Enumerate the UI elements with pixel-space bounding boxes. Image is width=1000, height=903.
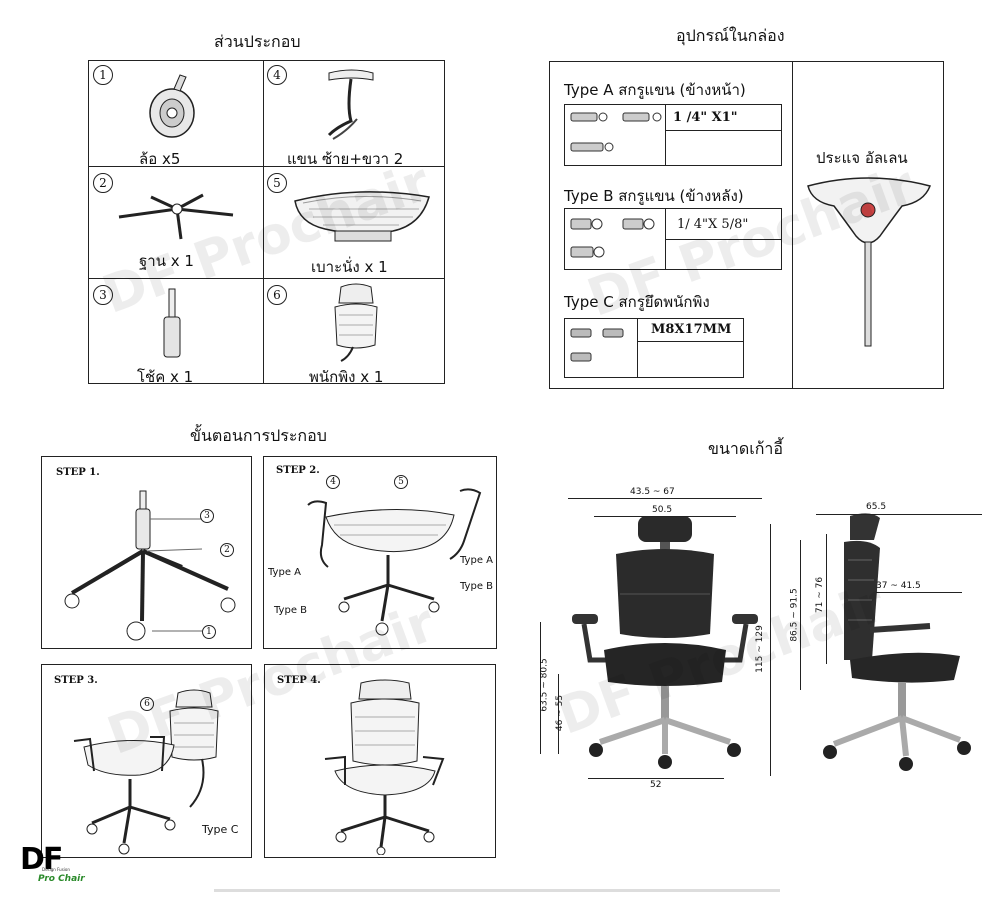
part-label-armrest: แขน ซ้าย+ขวา 2: [287, 150, 404, 168]
dim-total-height: 115 ~ 129: [754, 625, 765, 673]
dim-width-outer: 43.5 ~ 67: [630, 487, 675, 497]
type-c-title: Type C สกรูยึดพนักพิง: [564, 293, 710, 311]
chair-front-image: [572, 516, 758, 769]
dim-height-seat: 46 ~ 55: [555, 694, 566, 732]
type-c-spec: M8X17MM: [651, 322, 732, 337]
step-3-diagram: [73, 689, 219, 855]
gas-lift-icon: [163, 288, 181, 358]
step-3-panel: STEP 3. 6 Type C: [41, 664, 252, 858]
allen-wrench-icon: [807, 177, 931, 347]
dim-arm-width: 37 ~ 41.5: [876, 581, 921, 591]
type-a-title: Type A สกรูแขน (ข้างหน้า): [564, 81, 746, 99]
step-1-diagram: [64, 490, 236, 641]
backrest-icon: [334, 283, 378, 362]
size-title: ขนาดเก้าอี้: [708, 439, 783, 458]
step-4-diagram: [324, 679, 445, 855]
step-2-label: STEP 2.: [276, 465, 320, 476]
part-label-wheel: ล้อ x5: [139, 150, 181, 168]
prochair-logo: DF Design Fusion Pro Chair: [20, 842, 96, 890]
part-number-4: 4: [267, 65, 287, 85]
box-title: อุปกรณ์ในกล่อง: [676, 26, 785, 45]
step-1-num-2: 2: [220, 543, 234, 557]
screw-b-icon: [570, 218, 655, 258]
dim-width-inner: 50.5: [652, 505, 673, 515]
steps-title: ขั้นตอนการประกอบ: [190, 426, 327, 445]
armrest-icon: [327, 69, 374, 140]
step-3-num-6: 6: [140, 697, 154, 711]
step-2-num-4: 4: [326, 475, 340, 489]
dimensions-panel: 43.5 ~ 67 50.5 63.5 ~ 80.5 46 ~ 55 52 65…: [530, 480, 990, 790]
step-3-label: STEP 3.: [54, 675, 98, 686]
part-label-gas-lift: โช้ค x 1: [137, 368, 194, 386]
step-1-label: STEP 1.: [56, 467, 100, 478]
chair-side-image: [823, 513, 971, 771]
logo-mark: DF: [20, 842, 63, 877]
part-number-6: 6: [267, 285, 287, 305]
type-a-table: 1 /4" X1": [564, 104, 782, 166]
seat-icon: [294, 191, 430, 242]
wrench-label: ประแจ อัลเลน: [816, 149, 908, 167]
step-1-panel: STEP 1. 3 2 1: [41, 456, 252, 649]
dim-height-arm: 63.5 ~ 80.5: [539, 658, 550, 712]
type-b-table: 1/ 4"X 5/8": [564, 208, 782, 270]
dim-base: 52: [650, 780, 662, 790]
screw-a-icon: [570, 112, 662, 152]
step-1-num-3: 3: [200, 509, 214, 523]
type-b-spec: 1/ 4"X 5/8": [677, 217, 749, 232]
type-c-table: M8X17MM: [564, 318, 744, 378]
wheel-icon: [149, 74, 195, 138]
part-label-backrest: พนักพิง x 1: [309, 368, 384, 386]
logo-subtitle: Pro Chair: [38, 874, 85, 884]
step-2-type-b-right: Type B: [460, 581, 494, 592]
part-label-base: ฐาน x 1: [139, 252, 194, 270]
dim-depth: 65.5: [866, 502, 887, 512]
logo-tagline: Design Fusion: [42, 867, 70, 872]
step-2-type-a-right: Type A: [460, 555, 493, 566]
step-4-panel: STEP 4.: [264, 664, 496, 858]
part-number-2: 2: [93, 173, 113, 193]
part-label-seat: เบาะนั่ง x 1: [311, 258, 388, 276]
screw-c-icon: [570, 328, 624, 362]
part-number-5: 5: [267, 173, 287, 193]
type-a-spec: 1 /4" X1": [673, 110, 738, 125]
box-contents-panel: Type A สกรูแขน (ข้างหน้า) 1 /4" X1" Type…: [549, 61, 944, 389]
step-4-label: STEP 4.: [277, 675, 321, 686]
step-3-type-c: Type C: [202, 823, 239, 836]
parts-grid: 1 ล้อ x5 4 แขน ซ้าย+ขวา 2 2 ฐาน x 1 5 เบ…: [88, 60, 445, 386]
step-2-type-a-left: Type A: [268, 567, 301, 578]
step-2-type-b-left: Type B: [274, 605, 308, 616]
bottom-divider: [214, 889, 780, 892]
part-number-3: 3: [93, 285, 113, 305]
step-2-num-5: 5: [394, 475, 408, 489]
part-number-1: 1: [93, 65, 113, 85]
step-2-panel: STEP 2. 4 5 Type A Type B Type A Type B: [263, 456, 497, 649]
dim-back-height: 86.5 ~ 91.5: [789, 588, 800, 642]
parts-title: ส่วนประกอบ: [214, 32, 301, 51]
dim-arm-height: 71 ~ 76: [815, 576, 826, 614]
step-1-num-1: 1: [202, 625, 216, 639]
step-2-diagram: [307, 488, 482, 636]
base-icon: [118, 193, 234, 240]
type-b-title: Type B สกรูแขน (ข้างหลัง): [564, 187, 744, 205]
